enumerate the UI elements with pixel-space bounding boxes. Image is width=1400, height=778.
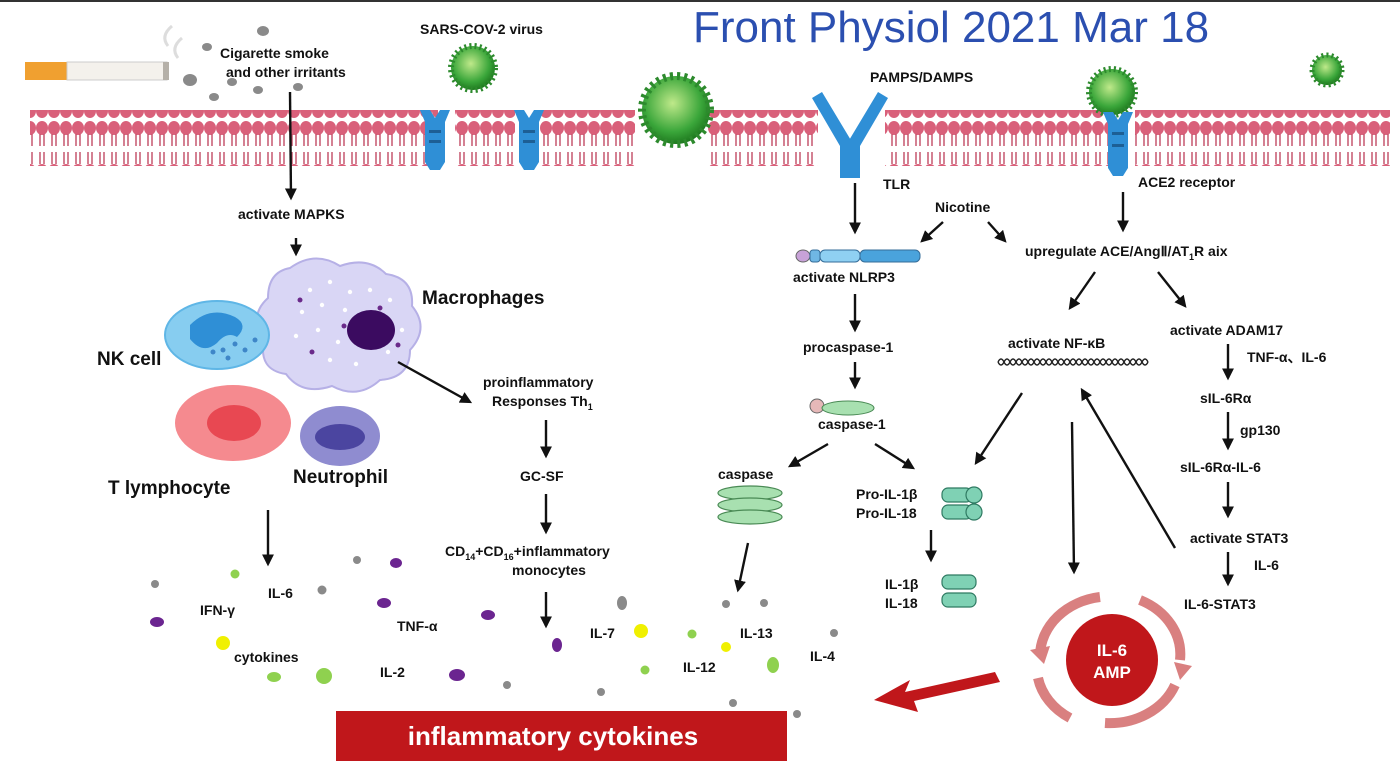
arrow-nfkb-to-pro-il [974,392,1024,466]
nlrp3-label: activate NLRP3 [793,269,895,285]
banner-label: inflammatory cytokines [408,721,698,751]
cytokine-il6-label: IL-6 [268,585,293,601]
cytokine-il4-label: IL-4 [810,648,835,664]
cytokine-il12-label: IL-12 [683,659,716,675]
amp-label-line1: IL-6 [1097,641,1127,660]
amp-label-line2: AMP [1093,663,1131,682]
macrophages-label: Macrophages [422,288,544,309]
upregulate-label: upregulate ACE/AngⅡ/AT1R aix [1025,243,1228,262]
cytokine-ifn-label: IFN-γ [200,602,235,618]
arrow-macrophage-to-proinflammatory [397,360,473,404]
pamps-label: PAMPS/DAMPS [870,69,973,85]
caspase-label: caspase [718,466,773,482]
arrow-upregulate-to-adam17 [1157,271,1187,308]
proinflammatory-label: proinflammatory [483,374,594,390]
cd14-cd16-label: CD14+CD16+inflammatory [445,543,610,562]
gp130-label: gp130 [1240,422,1281,438]
tlr-label: TLR [883,176,910,192]
virus-icon [1309,52,1345,88]
adam17-label: activate ADAM17 [1170,322,1283,338]
gcsf-label: GC-SF [520,468,564,484]
caspase1-icon [809,398,875,416]
receptor-icon [420,110,450,170]
stat3-label: activate STAT3 [1190,530,1289,546]
dna-strand-icon [997,358,1149,366]
procaspase-label: procaspase-1 [803,339,893,355]
tnf-il6-label: TNF-α、IL-6 [1247,349,1327,365]
il18-label: IL-18 [885,595,918,611]
virus-icon [638,72,714,148]
smoke-label-line1: Cigarette smoke [220,45,329,61]
caspase-stack-icon [717,485,783,525]
arrow-caspase1-to-pro-il [874,442,916,470]
arrow-nfkb-to-amp [1067,421,1080,575]
ace2-receptor-icon [1103,112,1133,176]
dna-strand-icon [997,358,1149,366]
cigarette-icon [25,24,183,81]
cytokine-il7-label: IL-7 [590,625,615,641]
pro-il18-label: Pro-IL-18 [856,505,917,521]
ace2-label: ACE2 receptor [1138,174,1236,190]
arrow-smoke-to-mapks [284,91,297,201]
big-red-arrow [874,672,1000,712]
arrow-caspase1-to-caspase [787,442,829,468]
virus-label: SARS-COV-2 virus [420,21,543,37]
il-icon [941,574,977,608]
t-lymphocyte-label: T lymphocyte [108,478,230,499]
pro-il-icon [941,486,983,521]
cytokine-particles [150,556,838,718]
arrow-caspase-to-cytokines [734,542,750,593]
receptor-icon [514,110,544,170]
neutrophil-icon [300,406,380,466]
arrow-nicotine-to-nlrp3 [920,221,944,243]
nk-cell-icon [164,300,270,370]
macrophage-icon [256,257,422,393]
il6-amp-cycle-icon [1030,592,1192,729]
monocytes-label: monocytes [512,562,586,578]
mapks-label: activate MAPKS [238,206,345,222]
tlr-receptor-icon [812,92,888,178]
caspase1-label: caspase-1 [818,416,886,432]
cytokine-cytokines-label: cytokines [234,649,299,665]
t-lymphocyte-icon [175,385,291,461]
nfkb-label: activate NF-κB [1008,335,1105,351]
nicotine-label: Nicotine [935,199,990,215]
th1-label: Responses Th1 [492,393,593,412]
sil6ra-il6-label: sIL-6Rα-IL-6 [1180,459,1261,475]
cytokine-tnf-label: TNF-α [397,618,438,634]
neutrophil-label: Neutrophil [293,467,388,488]
il6-label-right: IL-6 [1254,557,1279,573]
smoke-label-line2: and other irritants [226,64,346,80]
il6-stat3-label: IL-6-STAT3 [1184,596,1256,612]
pro-il1b-label: Pro-IL-1β [856,486,918,502]
smoke-particles [183,26,303,101]
inflammatory-cytokines-banner [336,711,787,761]
virus-icon [448,43,498,93]
cytokine-il13-label: IL-13 [740,625,773,641]
arrow-upregulate-to-nfkb [1068,271,1096,310]
il1b-label: IL-1β [885,576,919,592]
page-title: Front Physiol 2021 Mar 18 [693,3,1209,52]
cytokine-il2-label: IL-2 [380,664,405,680]
arrow-nicotine-to-ace [987,221,1007,243]
sil6ra-label: sIL-6Rα [1200,390,1252,406]
nlrp3-complex-icon [795,249,921,263]
nk-cell-label: NK cell [97,349,161,370]
cell-membrane [30,110,1390,166]
arrow-stat3-to-nfkb [1080,387,1177,549]
virus-icon [1086,66,1138,118]
